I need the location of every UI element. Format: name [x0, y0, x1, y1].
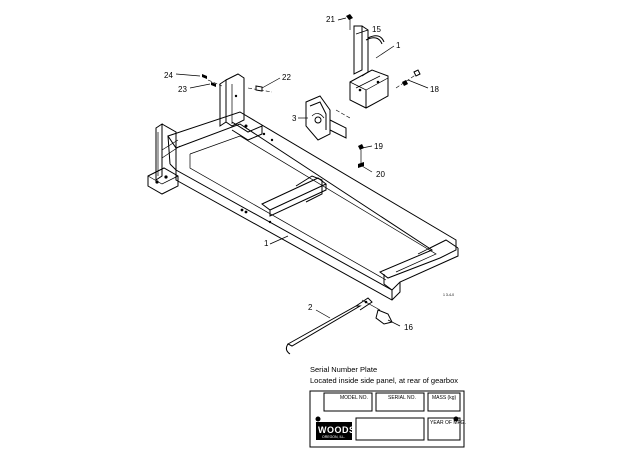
caption-title: Serial Number Plate — [310, 365, 377, 374]
callout-18: 18 — [430, 85, 439, 94]
callout-labels: 21 15 1 18 24 23 22 3 19 20 1 2 16 1 3-4… — [164, 15, 454, 332]
plate-serial-label: SERIAL NO. — [388, 395, 416, 401]
callout-1-top: 1 — [396, 41, 401, 50]
screw-icon — [315, 416, 321, 422]
callout-15: 15 — [372, 25, 381, 34]
support-rod-assembly — [285, 297, 393, 355]
side-bracket-assembly — [305, 95, 364, 168]
serial-number-plate: MODEL NO. SERIAL NO. MASS (kg) YEAR OF M… — [309, 390, 466, 448]
callout-1-frame: 1 — [264, 239, 269, 248]
serial-plate-caption: Serial Number Plate Located inside side … — [310, 365, 458, 385]
callout-24: 24 — [164, 71, 173, 80]
gearbox-mount-assembly — [346, 14, 421, 109]
brand-location: OREGON, ILL. — [322, 435, 345, 439]
callout-23: 23 — [178, 85, 187, 94]
callout-20: 20 — [376, 170, 385, 179]
callout-19: 19 — [374, 142, 383, 151]
rear-bracket-assembly — [202, 73, 273, 141]
leader-lines — [175, 17, 429, 327]
callout-22: 22 — [282, 73, 291, 82]
main-frame — [147, 111, 459, 301]
plate-year-label: YEAR OF MFG. — [430, 420, 466, 426]
caption-location: Located inside side panel, at rear of ge… — [310, 376, 458, 385]
plate-model-label: MODEL NO. — [340, 395, 368, 401]
brand-logo — [316, 422, 352, 440]
callout-2: 2 — [308, 303, 313, 312]
callout-16: 16 — [404, 323, 413, 332]
figure-code: 1 3-4-0 — [443, 293, 454, 297]
callout-21: 21 — [326, 15, 335, 24]
brand-name: WOODS — [318, 425, 356, 435]
callout-3: 3 — [292, 114, 297, 123]
plate-mass-label: MASS (kg) — [432, 395, 457, 401]
